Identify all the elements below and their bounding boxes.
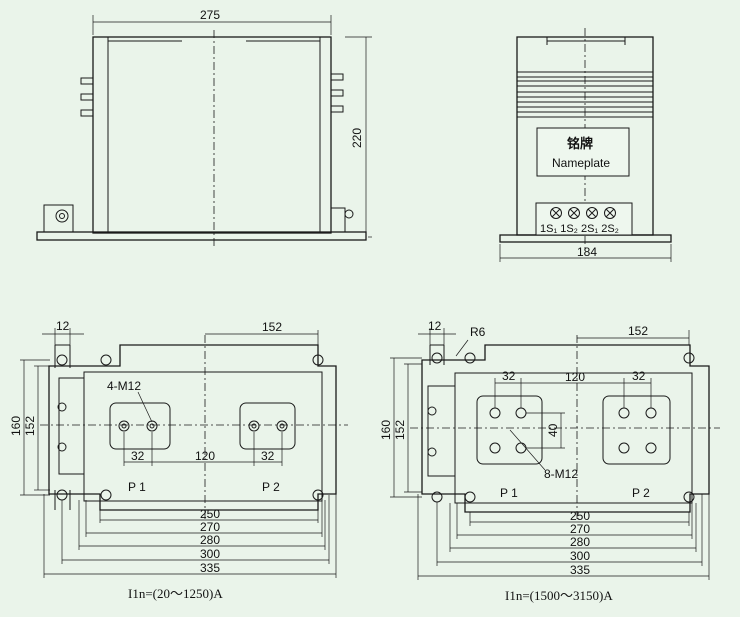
- front-body: [92, 36, 332, 234]
- front-view: 275 220: [36, 8, 372, 246]
- nameplate: [536, 127, 630, 177]
- front-right-fins: [331, 73, 344, 113]
- terminal-labels: 1S₁ 1S₂ 2S₁ 2S₂: [540, 223, 619, 235]
- dim-152-side: 152: [23, 416, 37, 436]
- front-ground-bolt: [55, 209, 69, 223]
- side-base-plate: [499, 234, 672, 243]
- dim-270: 270: [570, 522, 590, 536]
- side-view: 铭牌 Nameplate 1S₁ 1S₂ 2S₁ 2S₂ 184: [499, 28, 672, 262]
- dim-152-side: 152: [393, 420, 407, 440]
- dim-280: 280: [570, 535, 590, 549]
- dim-220: 220: [350, 128, 364, 148]
- dim-120: 120: [565, 370, 585, 384]
- dim-275: 275: [200, 8, 220, 22]
- dim-160: 160: [9, 416, 23, 436]
- p2-label: P 2: [632, 486, 650, 500]
- plan-left-side-box: [58, 377, 85, 475]
- dim-250: 250: [570, 509, 590, 523]
- front-left-fins: [80, 77, 93, 117]
- dim-120: 120: [195, 449, 215, 463]
- dim-160: 160: [379, 420, 393, 440]
- plan-left-p2-pad: [239, 402, 296, 450]
- plan-right-p2-pad: [602, 395, 671, 465]
- p2-label: P 2: [262, 480, 280, 494]
- dim-300: 300: [200, 547, 220, 561]
- plan-left: 4-M12 32 120 32 P 1 P 2 12 152 160 152 2…: [9, 319, 348, 601]
- p1-label: P 1: [128, 480, 146, 494]
- dim-280: 280: [200, 533, 220, 547]
- dim-270: 270: [200, 520, 220, 534]
- caption-left: I1n=(20～1250)A: [128, 586, 223, 601]
- dim-335: 335: [200, 561, 220, 575]
- dim-40: 40: [546, 423, 560, 437]
- front-right-terminal: [330, 207, 346, 233]
- front-ground-block: [43, 204, 74, 233]
- dim-12: 12: [56, 319, 70, 333]
- dim-32-a: 32: [131, 449, 145, 463]
- bolt-label: 8-M12: [544, 467, 578, 481]
- secondary-terminals: [550, 207, 616, 219]
- plan-right: 32 120 32 40 8-M12 P 1 P 2 12 R6 152 160…: [379, 319, 720, 603]
- plan-right-body: [454, 372, 693, 504]
- dim-250: 250: [200, 507, 220, 521]
- dim-300: 300: [570, 549, 590, 563]
- dim-32-a: 32: [502, 369, 516, 383]
- nameplate-en: Nameplate: [552, 156, 610, 170]
- nameplate-cn: 铭牌: [567, 136, 593, 151]
- plan-right-p1-pad: [476, 395, 543, 465]
- terminal-block: [535, 202, 633, 236]
- p1-label: P 1: [500, 486, 518, 500]
- bolt-label: 4-M12: [107, 379, 141, 393]
- dim-184: 184: [577, 245, 597, 259]
- radius-label: R6: [470, 325, 486, 339]
- plan-left-outline: [48, 344, 337, 511]
- dim-12: 12: [428, 319, 442, 333]
- caption-right: I1n=(1500～3150)A: [505, 588, 613, 603]
- plan-right-side-box: [427, 385, 456, 477]
- dim-152-top: 152: [628, 324, 648, 338]
- dim-335: 335: [570, 563, 590, 577]
- dim-32-b: 32: [632, 369, 646, 383]
- plan-left-p1-pad: [109, 402, 171, 450]
- dim-152-top: 152: [262, 320, 282, 334]
- dim-32-b: 32: [261, 449, 275, 463]
